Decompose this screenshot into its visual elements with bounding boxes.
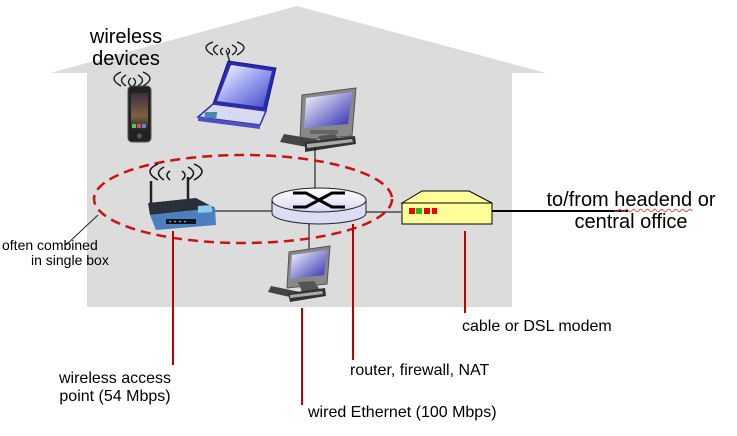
desktop-computer-icon <box>280 87 357 152</box>
modem-icon <box>400 190 493 225</box>
router-icon <box>271 187 367 225</box>
label-line: wireless access <box>58 370 172 387</box>
label-part: headend <box>614 189 693 211</box>
label-line: in single box <box>31 252 109 269</box>
wireless-router-icon <box>148 177 216 230</box>
modem-led <box>424 208 430 214</box>
smartphone-icon <box>127 85 152 143</box>
label-line: point (54 Mbps) <box>59 387 171 405</box>
label-line: central office <box>574 211 688 233</box>
modem-led <box>416 208 422 214</box>
modem-led <box>432 208 437 214</box>
modem-label: cable or DSL modem <box>462 318 612 335</box>
label-part: or <box>692 189 716 211</box>
headend-label: to/from headend or central office <box>528 189 734 233</box>
wireless-waves-icon <box>113 71 151 87</box>
ethernet-label: wired Ethernet (100 Mbps) <box>308 404 497 421</box>
access-point-label: wireless access point (54 Mbps) <box>40 370 190 405</box>
label-line: to/from headend or <box>528 189 734 211</box>
modem-led <box>409 208 415 214</box>
label-line: wireless <box>89 26 163 48</box>
callout-line-combined <box>65 214 99 246</box>
laptop-icon <box>196 60 277 129</box>
router-label: router, firewall, NAT <box>350 362 490 379</box>
wireless-devices-label: wireless devices <box>76 26 176 70</box>
combined-box-label: often combined in single box <box>2 237 128 269</box>
label-part: to/from <box>546 189 615 211</box>
wireless-waves-icon <box>149 163 203 181</box>
combined-box-ellipse <box>92 153 394 245</box>
label-line: devices <box>92 48 160 70</box>
label-line: often combined <box>2 237 98 253</box>
desktop-computer-icon <box>268 245 331 302</box>
wireless-waves-icon <box>205 41 245 63</box>
